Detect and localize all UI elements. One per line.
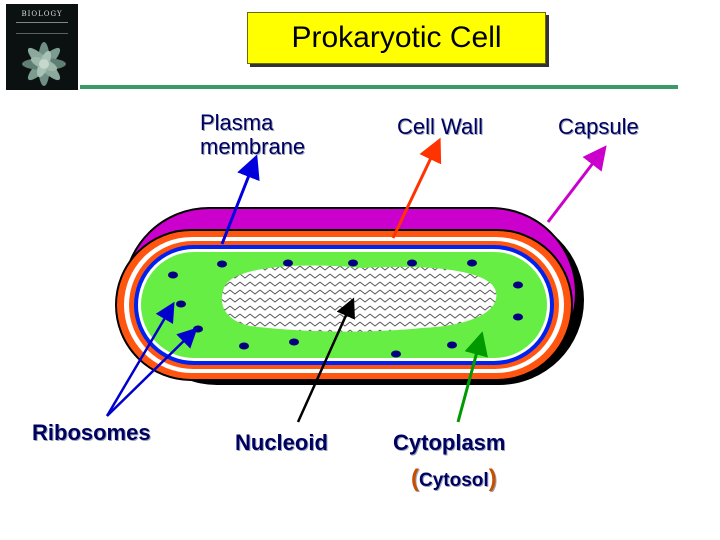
slide-title: Prokaryotic Cell xyxy=(247,12,546,64)
label-nucleoid: Nucleoid xyxy=(235,430,328,455)
book-cover-image: BIOLOGY xyxy=(6,4,78,90)
ribosome xyxy=(447,341,457,349)
ribosome xyxy=(467,259,477,267)
ribosome xyxy=(513,281,523,289)
label-ribosomes: Ribosomes xyxy=(32,420,151,445)
ribosome xyxy=(168,271,178,279)
ribosome xyxy=(391,350,401,358)
label-plasma-membrane-line1: Plasma xyxy=(200,110,274,135)
ribosome xyxy=(239,342,249,350)
label-cytoplasm: Cytoplasm xyxy=(393,430,506,455)
capsule-arrow xyxy=(546,145,607,223)
plasma-membrane-arrow xyxy=(220,154,260,245)
cell-wall-arrow xyxy=(391,137,442,239)
label-cytosol: (Cytosol) xyxy=(411,467,497,493)
cytosol-open-paren: ( xyxy=(411,465,419,492)
ribosome xyxy=(217,260,227,268)
label-capsule: Capsule xyxy=(558,114,639,139)
ribosome xyxy=(176,300,186,308)
ribosome xyxy=(193,325,203,333)
ribosome-arrow-1 xyxy=(105,301,175,417)
cytosol-text: Cytosol xyxy=(419,470,489,491)
ribosome xyxy=(407,259,417,267)
label-cell-wall: Cell Wall xyxy=(397,114,483,139)
nucleoid-region xyxy=(221,265,497,332)
ribosome xyxy=(289,338,299,346)
ribosome xyxy=(283,259,293,267)
succulent-plant-icon xyxy=(22,42,66,86)
cytoplasm-arrow xyxy=(456,331,488,423)
nucleoid-arrow xyxy=(296,297,355,423)
ribosome-arrow-2 xyxy=(106,327,198,417)
label-plasma-membrane-line2: membrane xyxy=(200,134,306,159)
book-cover-title: BIOLOGY xyxy=(21,10,63,18)
label-plasma-membrane: Plasma membrane xyxy=(200,111,305,159)
header-divider xyxy=(80,85,678,89)
cytosol-close-paren: ) xyxy=(488,465,497,492)
ribosome xyxy=(348,259,358,267)
book-cover-lines xyxy=(16,22,68,34)
ribosome xyxy=(513,313,523,321)
